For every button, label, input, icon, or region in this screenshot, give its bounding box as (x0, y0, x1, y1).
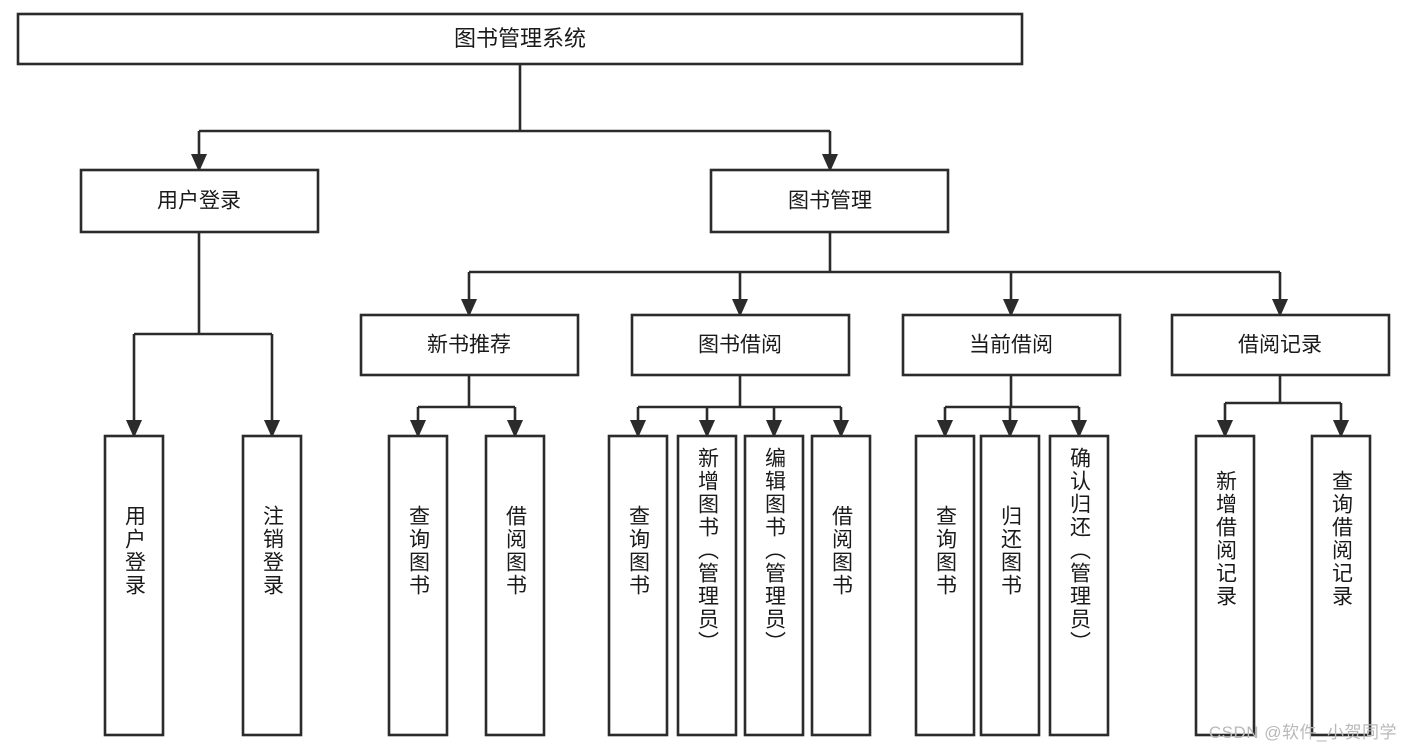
node-leaf-edit-book-box[interactable] (743, 434, 805, 737)
node-new-book-recommend-label: 新书推荐 (427, 334, 511, 357)
node-current-borrow[interactable]: 当前借阅 (901, 313, 1122, 377)
node-borrow-record-box[interactable] (1170, 313, 1391, 377)
node-book-management-box[interactable] (709, 168, 950, 234)
node-leaf-borrow-book-1-box[interactable] (484, 434, 546, 737)
node-user-login-box[interactable] (79, 168, 320, 234)
node-leaf-query-record-box[interactable] (1310, 434, 1372, 737)
node-leaf-confirm-return-box[interactable] (1048, 434, 1110, 737)
node-leaf-add-book-box[interactable] (676, 434, 738, 737)
node-root[interactable]: 图书管理系统 (16, 12, 1024, 66)
node-book-borrow-box[interactable] (630, 313, 851, 377)
node-leaf-return-book-box[interactable] (979, 434, 1041, 737)
node-leaf-user-login-box[interactable] (103, 434, 165, 737)
node-layer: 图书管理系统 用户登录 图书管理 新书推荐 图书借阅 (16, 12, 1391, 737)
node-leaf-query-book-3-box[interactable] (914, 434, 976, 737)
node-root-label: 图书管理系统 (454, 26, 586, 51)
node-leaf-borrow-book-2-box[interactable] (810, 434, 872, 737)
node-user-login-label: 用户登录 (157, 190, 241, 213)
node-current-borrow-label: 当前借阅 (969, 334, 1053, 357)
node-root-box[interactable] (16, 12, 1024, 66)
node-borrow-record[interactable]: 借阅记录 (1170, 313, 1391, 377)
node-user-login[interactable]: 用户登录 (79, 168, 320, 234)
connector-layer (132, 64, 1343, 420)
node-leaf-query-book-2-box[interactable] (607, 434, 669, 737)
node-borrow-record-label: 借阅记录 (1238, 334, 1322, 357)
node-new-book-recommend-box[interactable] (359, 313, 580, 377)
node-leaf-add-record-box[interactable] (1194, 434, 1256, 737)
csdn-watermark: CSDN @软件_小贺同学 (1208, 723, 1397, 742)
node-current-borrow-box[interactable] (901, 313, 1122, 377)
node-book-management-label: 图书管理 (788, 190, 872, 213)
node-leaf-logout-box[interactable] (241, 434, 303, 737)
node-new-book-recommend[interactable]: 新书推荐 (359, 313, 580, 377)
node-book-borrow-label: 图书借阅 (698, 334, 782, 357)
node-leaf-query-book-1-box[interactable] (387, 434, 449, 737)
node-book-borrow[interactable]: 图书借阅 (630, 313, 851, 377)
node-book-management[interactable]: 图书管理 (709, 168, 950, 234)
